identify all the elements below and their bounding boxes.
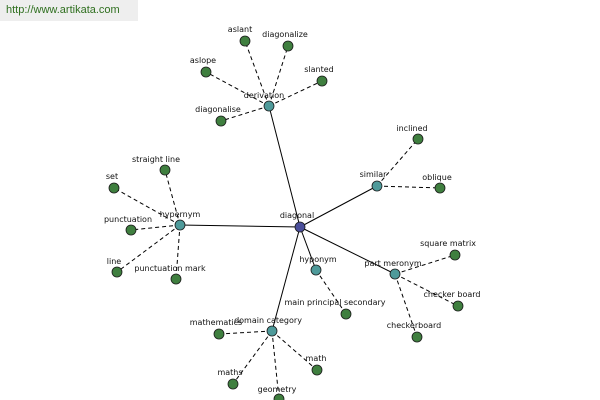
edge-derivation-aslope [205, 71, 270, 107]
leaf-label-maths[interactable]: maths [217, 368, 242, 377]
edge-center-similar [299, 185, 378, 228]
leaf-label-mathematics[interactable]: mathematics [190, 318, 242, 327]
edge-hyponym-main-principal-secondary [315, 269, 347, 315]
hub-label-derivation[interactable]: derivation [244, 91, 284, 100]
leaf-node-diagonalise[interactable] [215, 115, 227, 127]
edge-derivation-slanted [268, 80, 323, 107]
center-label[interactable]: diagonal [280, 211, 314, 220]
edge-center-part-meronym [299, 226, 396, 275]
hub-node-hypernym[interactable] [174, 219, 186, 231]
leaf-label-diagonalise[interactable]: diagonalise [195, 105, 241, 114]
edge-center-derivation [268, 105, 301, 228]
leaf-node-set[interactable] [108, 182, 120, 194]
leaf-node-line[interactable] [111, 266, 123, 278]
leaf-label-slanted[interactable]: slanted [304, 65, 334, 74]
leaf-label-punctuation-mark[interactable]: punctuation mark [134, 264, 206, 273]
graph-labels: aslant diagonalize aslope slanted diagonalis… [104, 25, 481, 394]
graph-nodes [108, 35, 464, 400]
leaf-node-slanted[interactable] [316, 75, 328, 87]
edge-derivation-aslant [244, 40, 270, 107]
leaf-label-set[interactable]: set [106, 172, 118, 181]
leaf-node-square-matrix[interactable] [449, 249, 461, 261]
leaf-node-checkerboard[interactable] [411, 331, 423, 343]
edge-center-hyponym [299, 226, 317, 271]
leaf-node-mathematics[interactable] [213, 328, 225, 340]
leaf-label-inclined[interactable]: inclined [396, 124, 427, 133]
leaf-node-math[interactable] [311, 364, 323, 376]
hub-label-domain-category[interactable]: domain category [234, 316, 302, 325]
edge-hypernym-punctuation-mark [175, 224, 181, 280]
hub-node-similar[interactable] [371, 180, 383, 192]
hub-node-derivation[interactable] [263, 100, 275, 112]
leaf-label-line[interactable]: line [107, 257, 122, 266]
edge-hypernym-straight-line [164, 169, 181, 226]
leaf-label-checker-board[interactable]: checker board [424, 290, 481, 299]
edge-center-domain-category [271, 226, 301, 332]
edge-part-meronym-square-matrix [394, 254, 456, 275]
edge-domain-category-mathematics [218, 330, 273, 335]
leaf-label-math[interactable]: math [306, 354, 327, 363]
hub-node-hyponym[interactable] [310, 264, 322, 276]
leaf-label-checkerboard[interactable]: checkerboard [387, 321, 441, 330]
edge-similar-inclined [376, 138, 419, 187]
hub-node-domain-category[interactable] [266, 325, 278, 337]
edge-hypernym-line [116, 224, 181, 273]
edge-derivation-diagonalize [268, 45, 289, 107]
edge-derivation-diagonalise [220, 105, 270, 122]
leaf-node-aslope[interactable] [200, 66, 212, 78]
hub-node-part-meronym[interactable] [389, 268, 401, 280]
leaf-label-punctuation[interactable]: punctuation [104, 215, 152, 224]
edge-hypernym-set [113, 187, 181, 226]
leaf-node-checker-board[interactable] [452, 300, 464, 312]
leaf-node-diagonalize[interactable] [282, 40, 294, 52]
leaf-node-punctuation-mark[interactable] [170, 273, 182, 285]
leaf-label-square-matrix[interactable]: square matrix [420, 239, 476, 248]
leaf-label-straight-line[interactable]: straight line [132, 155, 180, 164]
edge-domain-category-math [271, 330, 318, 371]
hub-label-hypernym[interactable]: hypernym [160, 210, 201, 219]
site-url[interactable]: http://www.artikata.com [0, 0, 138, 21]
leaf-label-aslope[interactable]: aslope [190, 56, 216, 65]
leaf-node-maths[interactable] [227, 378, 239, 390]
edge-domain-category-maths [232, 330, 273, 385]
leaf-node-oblique[interactable] [434, 182, 446, 194]
leaf-node-aslant[interactable] [239, 35, 251, 47]
edge-domain-category-geometry [271, 330, 280, 400]
leaf-node-main-principal-secondary[interactable] [340, 308, 352, 320]
leaf-label-aslant[interactable]: aslant [228, 25, 252, 34]
edge-center-hypernym [179, 224, 301, 228]
leaf-label-main-principal-secondary[interactable]: main principal secondary [284, 298, 385, 307]
leaf-node-inclined[interactable] [412, 133, 424, 145]
leaf-node-geometry[interactable] [273, 393, 285, 400]
leaf-node-straight-line[interactable] [159, 164, 171, 176]
leaf-label-diagonalize[interactable]: diagonalize [262, 30, 308, 39]
leaf-label-oblique[interactable]: oblique [422, 173, 452, 182]
edge-part-meronym-checker-board [394, 273, 459, 307]
graph-edges [113, 40, 459, 400]
hub-label-hyponym[interactable]: hyponym [299, 255, 337, 264]
edge-similar-oblique [376, 185, 441, 189]
edge-hypernym-punctuation [130, 224, 181, 231]
hub-label-part-meronym[interactable]: part meronym [364, 259, 421, 268]
hub-label-similar[interactable]: similar [360, 170, 388, 179]
leaf-label-geometry[interactable]: geometry [258, 385, 297, 394]
center-node[interactable] [294, 221, 306, 233]
leaf-node-punctuation[interactable] [125, 224, 137, 236]
